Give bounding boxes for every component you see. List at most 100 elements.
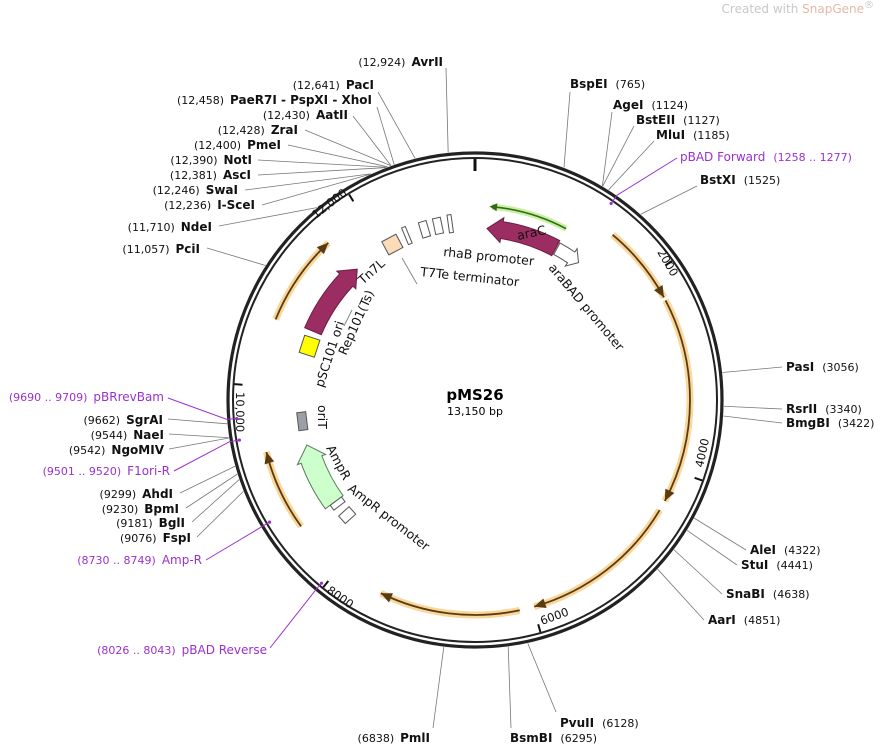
enzyme-label[interactable]: PvuII(6128) <box>560 716 639 730</box>
enzyme-name: AvrII <box>411 55 443 69</box>
enzyme-name: PacI <box>346 78 374 92</box>
tick-label: 4000 <box>692 437 712 469</box>
enzyme-label[interactable]: (9544)NaeI <box>91 428 164 442</box>
enzyme-label[interactable]: BsmBI(6295) <box>510 731 597 745</box>
enzyme-label[interactable]: (9299)AhdI <box>100 487 173 501</box>
enzyme-label[interactable]: (12,390)NotI <box>170 153 252 167</box>
enzyme-label[interactable]: (9662)SgrAI <box>84 413 163 427</box>
enzyme-name: FspI <box>163 531 191 545</box>
enzyme-name: BstXI <box>700 173 736 187</box>
enzyme-label[interactable]: AleI(4322) <box>750 543 821 557</box>
enzyme-label[interactable]: (12,246)SwaI <box>153 183 238 197</box>
feature-label: oriT <box>315 405 330 429</box>
enzyme-label[interactable]: StuI (4441) <box>741 558 813 572</box>
enzyme-label[interactable]: AarI(4851) <box>708 613 780 627</box>
enzyme-name: NotI <box>224 153 253 167</box>
enzyme-name: PasI <box>786 360 814 374</box>
enzyme-site: (6838) <box>358 732 395 745</box>
enzyme-name: StuI <box>741 558 768 572</box>
feature-label: T7Te terminator <box>419 264 521 289</box>
feature-arabad-promoter-arrow[interactable] <box>553 242 580 267</box>
enzyme-label[interactable]: BspEI(765) <box>570 77 645 91</box>
enzyme-site: (11,057) <box>122 243 169 256</box>
primer-site-marker <box>237 438 241 442</box>
arrowhead-icon <box>489 203 498 212</box>
primer-label[interactable]: (8026 .. 8043)pBAD Reverse <box>97 643 267 657</box>
feature-ampr-arrow[interactable] <box>296 444 344 510</box>
enzyme-label[interactable]: BstXI(1525) <box>700 173 780 187</box>
feature-leader-line <box>401 257 418 285</box>
enzyme-site: (1185) <box>693 129 730 142</box>
enzyme-label[interactable]: RsrII(3340) <box>786 402 862 416</box>
enzyme-label[interactable]: (12,381)AscI <box>170 168 251 182</box>
enzyme-label[interactable]: (12,236)I-SceI <box>164 198 255 212</box>
enzyme-label[interactable]: BmgBI (3422) <box>786 416 874 430</box>
enzyme-leader-line <box>640 185 698 215</box>
enzyme-leader-line <box>432 646 445 729</box>
tick-mark <box>694 476 703 482</box>
enzyme-site: (4441) <box>776 559 813 572</box>
enzyme-label[interactable]: (9542)NgoMIV <box>69 443 165 457</box>
enzyme-leader-line <box>723 405 783 410</box>
feature-ampr-promoter-box[interactable] <box>329 496 346 511</box>
watermark-text: Created with <box>721 2 803 16</box>
enzyme-label[interactable]: (12,924)AvrII <box>358 55 443 69</box>
primer-range: (9501 .. 9520) <box>43 465 122 478</box>
enzyme-label[interactable]: (12,428)ZraI <box>218 123 298 137</box>
primer-label[interactable]: (8730 .. 8749)Amp-R <box>77 553 202 567</box>
enzyme-label[interactable]: AgeI(1124) <box>613 98 688 112</box>
enzyme-site: (9076) <box>120 532 157 545</box>
enzyme-label[interactable]: (9076) FspI <box>120 531 191 545</box>
enzyme-site: (4851) <box>744 614 781 627</box>
enzyme-label[interactable]: (6838)PmlI <box>358 731 430 745</box>
feature-box[interactable] <box>431 216 445 236</box>
tick-mark <box>234 383 243 386</box>
tick-mark <box>664 260 673 267</box>
feature-rep101-arrow[interactable] <box>304 268 358 336</box>
enzyme-label[interactable]: (12,641) PacI <box>293 78 374 92</box>
enzyme-name: SwaI <box>206 183 238 197</box>
enzyme-name: BglI <box>159 516 185 530</box>
enzyme-site: (12,428) <box>218 124 265 137</box>
primer-name: F1ori-R <box>127 464 170 478</box>
primer-name: pBRrevBam <box>93 390 164 404</box>
enzyme-label[interactable]: MluI(1185) <box>656 128 730 142</box>
enzyme-label[interactable]: (12,400)PmeI <box>194 138 281 152</box>
orf-arc-highlight <box>379 590 521 619</box>
enzyme-name: BmgBI <box>786 416 830 430</box>
enzyme-label[interactable]: (9230)BpmI <box>102 502 179 516</box>
enzyme-site: (12,236) <box>164 199 211 212</box>
enzyme-site: (12,400) <box>194 139 241 152</box>
enzyme-site: (3422) <box>838 417 875 430</box>
feature-terminator-box[interactable] <box>400 225 413 246</box>
feature-ampr-promoter-box[interactable] <box>337 505 357 525</box>
feature-psc101-ori-box[interactable] <box>298 334 321 358</box>
feature-box[interactable] <box>446 213 455 234</box>
enzyme-label[interactable]: (11,710)NdeI <box>128 220 212 234</box>
feature-tn7l-box[interactable] <box>381 233 404 256</box>
enzyme-label[interactable]: (12,430)AatII <box>263 108 348 122</box>
enzyme-site: (12,641) <box>293 79 340 92</box>
feature-rhab-promoter-box[interactable] <box>417 219 432 239</box>
enzyme-label[interactable]: (12,458)PaeR7I - PspXI - XhoI <box>177 93 372 107</box>
enzyme-label[interactable]: BstEII(1127) <box>636 113 720 127</box>
enzyme-site: (12,381) <box>170 169 217 182</box>
feature-label: rhaB promoter <box>443 244 536 269</box>
enzyme-label[interactable]: SnaBI(4638) <box>726 587 809 601</box>
enzyme-label[interactable]: (9181)BglI <box>116 516 185 530</box>
enzyme-leader-line <box>601 111 613 187</box>
primer-label[interactable]: (9501 .. 9520) F1ori-R <box>43 464 170 478</box>
primer-label[interactable]: pBAD Forward(1258 .. 1277) <box>680 150 852 164</box>
enzyme-leader-line <box>179 465 236 494</box>
enzyme-label[interactable]: (11,057)PciI <box>122 242 200 256</box>
orf-arc <box>534 509 661 608</box>
plasmid-length: 13,150 bp <box>447 405 503 418</box>
feature-arac-arrow[interactable] <box>486 216 561 257</box>
primer-label[interactable]: (9690 .. 9709)pBRrevBam <box>9 390 164 404</box>
feature-orit-box[interactable] <box>296 411 309 432</box>
primer-name: pBAD Reverse <box>182 643 267 657</box>
enzyme-label[interactable]: PasI(3056) <box>786 360 859 374</box>
enzyme-leader-line <box>686 530 738 566</box>
enzyme-name: PaeR7I - PspXI - XhoI <box>230 93 372 107</box>
